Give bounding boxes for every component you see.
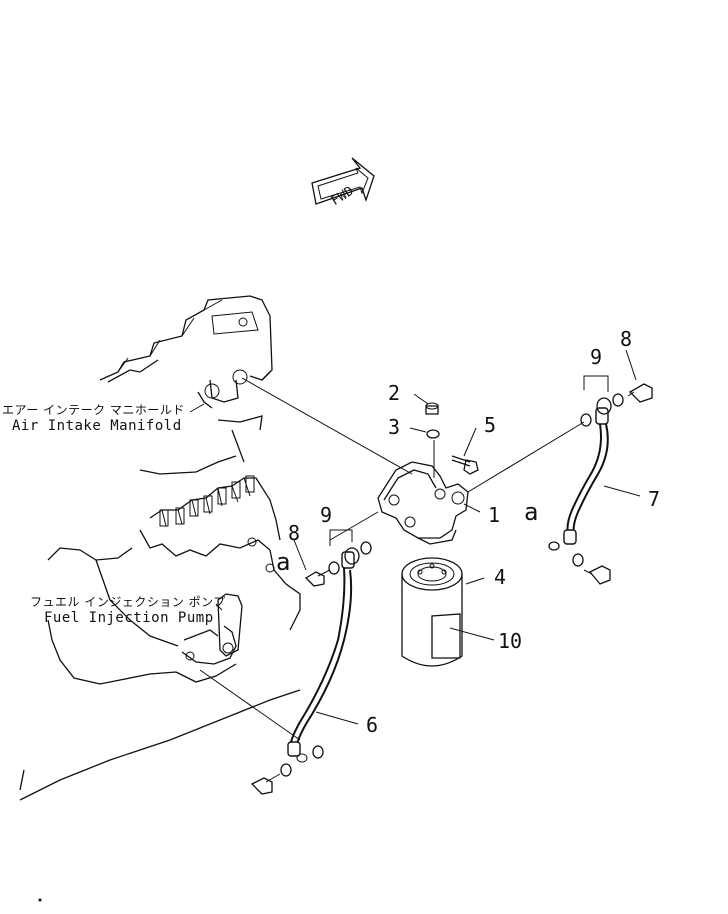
- banjo-bolt-right-bottom: [583, 565, 611, 585]
- plug: [425, 402, 439, 415]
- leader-8-right: [625, 349, 637, 381]
- leader-6: [315, 711, 359, 725]
- leader-fuel-pump: [215, 603, 223, 611]
- callout-9-left: 9: [320, 503, 332, 527]
- leader-4: [465, 577, 485, 585]
- leader-3: [409, 427, 427, 433]
- callout-8-right: 8: [620, 327, 632, 351]
- callout-3: 3: [388, 415, 400, 439]
- callout-2: 2: [388, 381, 400, 405]
- fuel-pump-label-jp: フュエル インジェクション ポンプ: [30, 595, 226, 609]
- fwd-text: FWD: [329, 184, 357, 209]
- gasket-right-4: [572, 553, 584, 567]
- gasket-bottom-1: [280, 763, 292, 777]
- leader-head-right: [467, 421, 585, 493]
- banjo-bolt-right-top: [627, 383, 653, 403]
- leader-5: [463, 427, 477, 457]
- banjo-bolt-left: [304, 569, 331, 587]
- engine-outline: [19, 295, 301, 801]
- connector-a-right: a: [524, 498, 538, 526]
- leader-2: [413, 393, 429, 405]
- fuel-pump-label-en: Fuel Injection Pump: [44, 610, 214, 626]
- washer: [426, 429, 440, 439]
- leader-manifold: [241, 377, 413, 475]
- bracket-9-left: [329, 529, 353, 546]
- leader-7: [603, 485, 641, 497]
- callout-1: 1: [488, 503, 500, 527]
- fuel-hose-right: [563, 407, 609, 545]
- leader-pump-hose: [199, 669, 301, 741]
- gasket-left-1: [328, 561, 340, 575]
- air-intake-label-jp: エアー インテーク マニホールド: [2, 403, 185, 417]
- eye-joint-left: [344, 547, 360, 565]
- banjo-bolt-bottom: [250, 773, 281, 795]
- bolt: [451, 455, 479, 475]
- filter-head: [377, 440, 469, 545]
- gasket-bottom-2: [312, 745, 324, 759]
- leader-10: [449, 627, 495, 641]
- fwd-arrow-icon: FWD: [311, 157, 375, 209]
- callout-7: 7: [648, 487, 660, 511]
- callout-6: 6: [366, 713, 378, 737]
- callout-10: 10: [498, 629, 522, 653]
- leader-1: [463, 503, 481, 513]
- fuel-hose-left: [287, 551, 355, 763]
- gasket-left-2: [360, 541, 372, 555]
- connector-a-left: a: [276, 548, 290, 576]
- leader-8-left: [293, 539, 307, 571]
- eye-joint-right: [596, 397, 612, 415]
- fuel-filter-cartridge: [401, 557, 463, 667]
- bracket-9-right: [583, 375, 609, 392]
- air-intake-label-en: Air Intake Manifold: [12, 418, 182, 434]
- corner-dot: [38, 898, 42, 902]
- callout-8-left: 8: [288, 521, 300, 545]
- callout-4: 4: [494, 565, 506, 589]
- gasket-right-1: [580, 413, 592, 427]
- leader-head-left: [329, 511, 379, 541]
- gasket-right-2: [612, 393, 624, 407]
- callout-9-right: 9: [590, 345, 602, 369]
- leader-air-intake: [189, 403, 205, 413]
- gasket-right-3: [548, 541, 560, 551]
- callout-5: 5: [484, 413, 496, 437]
